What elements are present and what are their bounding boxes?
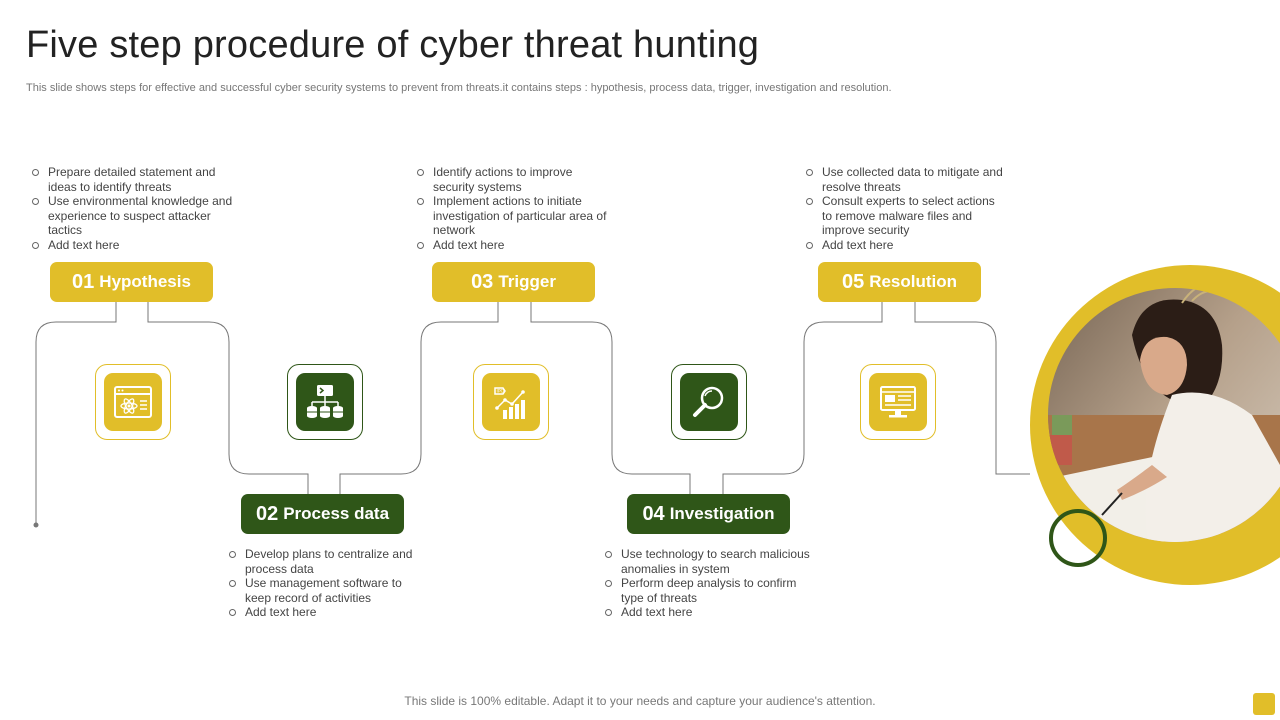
list-item: Identify actions to improve security sys…: [415, 165, 615, 194]
monitor-icon: [880, 386, 916, 418]
list-item: Use environmental knowledge and experien…: [30, 194, 235, 238]
page-title: Five step procedure of cyber threat hunt…: [26, 24, 760, 66]
list-item: Use collected data to mitigate and resol…: [804, 165, 1004, 194]
connector-start-dot: [33, 522, 39, 528]
connector-5-end: [914, 302, 1030, 475]
list-item: Perform deep analysis to confirm type of…: [603, 576, 813, 605]
step-3-pill: 03 Trigger: [432, 262, 595, 302]
list-item: Add text here: [30, 238, 235, 253]
list-item: Add text here: [603, 605, 813, 620]
browser-atom-icon: [114, 386, 152, 418]
step-1-pill: 01 Hypothesis: [50, 262, 213, 302]
list-item: Implement actions to initiate investigat…: [415, 194, 615, 238]
svg-text:IPO: IPO: [497, 389, 505, 395]
step-3-icon-box: IPO: [473, 364, 549, 440]
connector-3-4: [530, 302, 691, 494]
step-label: Process data: [283, 504, 390, 523]
list-item: Develop plans to centralize and process …: [227, 547, 427, 576]
list-item: Prepare detailed statement and ideas to …: [30, 165, 235, 194]
list-item: Add text here: [227, 605, 427, 620]
magnifier-icon: [693, 386, 724, 417]
list-item: Use technology to search malicious anoma…: [603, 547, 813, 576]
step-5-pill: 05 Resolution: [818, 262, 981, 302]
step-2-pill: 02 Process data: [241, 494, 404, 534]
connector-start: [35, 302, 117, 525]
list-item: Use management software to keep record o…: [227, 576, 427, 605]
step-4-pill: 04 Investigation: [627, 494, 790, 534]
step-label: Trigger: [498, 272, 556, 291]
growth-chart-icon: IPO: [494, 387, 525, 419]
step-2-bullets: Develop plans to centralize and process …: [227, 547, 427, 620]
step-number: 05: [841, 270, 865, 293]
step-number: 02: [255, 502, 279, 525]
step-label: Investigation: [669, 504, 775, 523]
step-5-bullets: Use collected data to mitigate and resol…: [804, 165, 1004, 252]
connector-2-3: [339, 302, 499, 494]
step-3-bullets: Identify actions to improve security sys…: [415, 165, 615, 252]
step-1-bullets: Prepare detailed statement and ideas to …: [30, 165, 235, 252]
page-subtitle: This slide shows steps for effective and…: [26, 82, 892, 94]
server-network-icon: [307, 385, 343, 418]
list-item: Add text here: [804, 238, 1004, 253]
corner-accent: [1253, 693, 1275, 715]
step-4-icon-box: [671, 364, 747, 440]
step-2-icon-box: [287, 364, 363, 440]
step-4-bullets: Use technology to search malicious anoma…: [603, 547, 813, 620]
woman-drawing-photo: [1022, 265, 1280, 585]
step-label: Hypothesis: [99, 272, 191, 291]
step-5-icon-box: [860, 364, 936, 440]
connector-4-5: [722, 302, 883, 494]
step-1-icon-box: [95, 364, 171, 440]
step-number: 04: [642, 502, 665, 525]
step-number: 03: [471, 270, 494, 293]
footer-note: This slide is 100% editable. Adapt it to…: [404, 694, 876, 708]
list-item: Consult experts to select actions to rem…: [804, 194, 1004, 238]
step-number: 01: [72, 270, 95, 293]
step-label: Resolution: [869, 272, 958, 291]
connector-1-2: [147, 302, 309, 494]
list-item: Add text here: [415, 238, 615, 253]
